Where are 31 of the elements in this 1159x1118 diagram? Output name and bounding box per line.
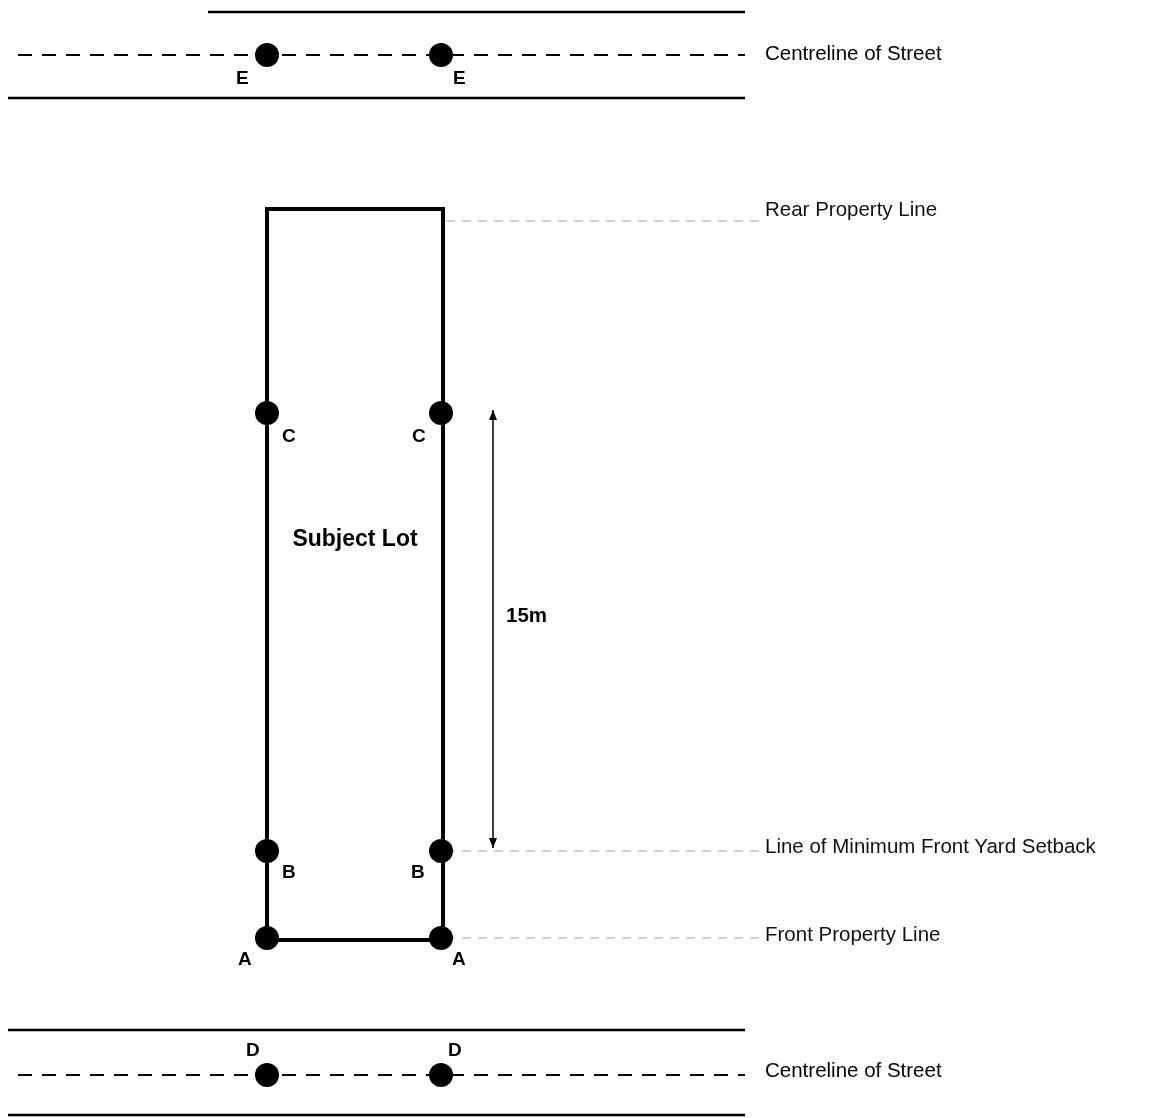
point-marker	[255, 839, 279, 863]
point-marker	[429, 401, 453, 425]
lot-outline	[265, 207, 445, 942]
street-label: Centreline of Street	[765, 41, 942, 65]
point-letter: E	[453, 68, 466, 88]
point-letter: B	[411, 862, 425, 882]
callout-text: Rear Property Line	[765, 197, 938, 221]
point-marker	[429, 839, 453, 863]
leader-line	[444, 220, 760, 222]
point-marker	[429, 1063, 453, 1087]
point-letter: C	[282, 426, 296, 446]
callout-text: Line of Minimum Front Yard Setback	[765, 834, 1096, 858]
point-letter: D	[246, 1040, 260, 1060]
lot-label: Subject Lot	[291, 525, 419, 552]
dimension-label: 15m	[506, 603, 548, 627]
leader-line	[452, 937, 760, 939]
point-letter: D	[448, 1040, 462, 1060]
point-letter: C	[412, 426, 426, 446]
leader-line	[452, 850, 760, 852]
street-label: Centreline of Street	[765, 1058, 942, 1082]
point-marker	[255, 401, 279, 425]
point-marker	[255, 926, 279, 950]
point-letter: E	[236, 68, 249, 88]
callout-text: Front Property Line	[765, 922, 941, 946]
point-letter: A	[238, 949, 252, 969]
point-marker	[429, 43, 453, 67]
point-letter: A	[452, 949, 466, 969]
point-marker	[255, 1063, 279, 1087]
point-marker	[429, 926, 453, 950]
point-marker	[255, 43, 279, 67]
point-letter: B	[282, 862, 296, 882]
